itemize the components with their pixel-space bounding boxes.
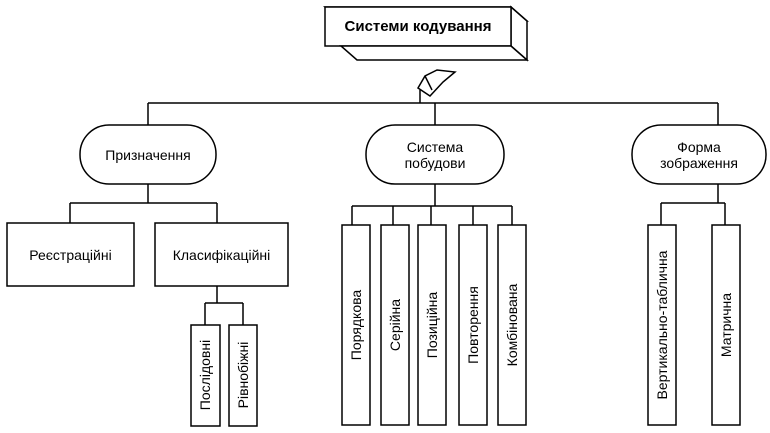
category-form-label: Форма зображення	[632, 125, 766, 184]
classification-box-sequential	[190, 324, 221, 427]
purpose-item-registration-label: Реєстраційні	[29, 246, 112, 263]
structure-item-label: Комбінована	[504, 283, 520, 367]
structure-box-5	[497, 224, 527, 426]
category-structure-label: Система побудови	[366, 125, 504, 184]
category-structure-label-line1: Система	[406, 138, 464, 155]
category-form-label-line2: зображення	[660, 154, 738, 171]
structure-box-1	[341, 224, 371, 426]
purpose-box-classification	[154, 222, 289, 287]
structure-item-label: Позиційна	[424, 291, 440, 359]
category-structure-label-line2: побудови	[404, 154, 466, 171]
category-purpose-box	[79, 124, 217, 185]
form-box-vertical-table	[647, 224, 677, 426]
form-item-matrix-label: Матрична	[718, 292, 734, 358]
connector-form	[660, 184, 726, 225]
structure-box-4	[458, 224, 488, 426]
classification-box-parallel	[228, 324, 258, 427]
classification-item-parallel-label: Рівнобіжні	[235, 341, 251, 409]
purpose-box-registration	[6, 222, 135, 287]
connector-classification	[204, 286, 244, 325]
purpose-item-classification-label: Класифікаційні	[172, 246, 271, 263]
connector-structure	[351, 184, 513, 225]
root-node	[323, 5, 529, 97]
category-purpose-label: Призначення	[105, 146, 191, 163]
connector-root	[148, 90, 718, 104]
form-box-matrix	[711, 224, 741, 426]
structure-item-label: Повторення	[465, 286, 481, 364]
connector-top-branches	[147, 103, 719, 125]
category-form-label-line1: Форма	[677, 138, 721, 155]
structure-box-2	[380, 224, 410, 426]
connector-purpose	[69, 184, 218, 223]
category-form-box	[631, 124, 767, 185]
form-item-vertical-table-label: Вертикально-таблична	[654, 250, 670, 400]
root-label: Системи кодування	[344, 17, 492, 35]
structure-item-label: Серійна	[387, 298, 403, 352]
category-structure-box	[365, 124, 505, 185]
classification-item-sequential-label: Послідовні	[197, 339, 213, 411]
structure-box-3	[417, 224, 447, 426]
structure-item-label: Порядкова	[348, 289, 364, 361]
